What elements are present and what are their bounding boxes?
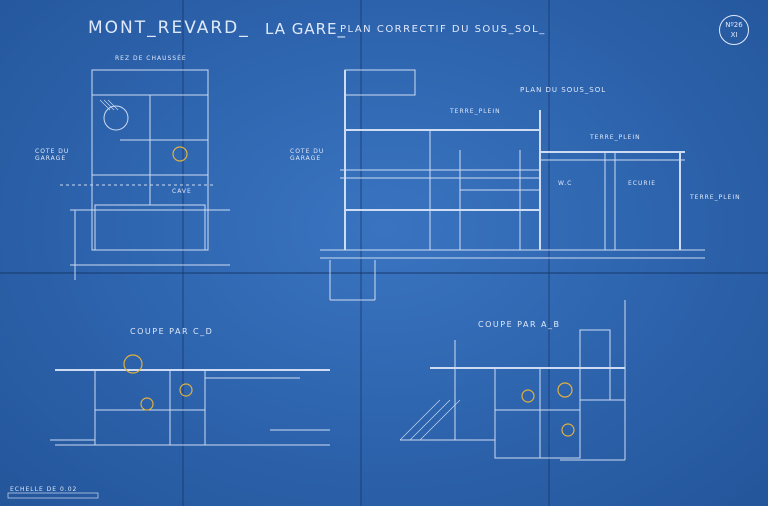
annotation-circle <box>123 354 143 374</box>
label-cote-garage: COTE DU GARAGE <box>35 148 70 162</box>
label-rez-chaussee: REZ DE CHAUSSÉE <box>115 55 187 62</box>
label-plan-sous-sol: PLAN DU SOUS_SOL <box>520 86 607 94</box>
fold-line-vertical <box>360 0 362 506</box>
sheet-subtitle: LA GARE_ <box>265 20 347 38</box>
annotation-circle <box>172 146 188 162</box>
annotation-circle <box>561 423 575 437</box>
stamp-sub: XI <box>730 31 738 39</box>
annotation-circle <box>521 389 535 403</box>
label-ecurie: ECURIE <box>628 180 657 187</box>
label-terre-plein: TERRE_PLEIN <box>690 194 741 201</box>
label-echelle: ECHELLE DE 0.02 <box>10 486 78 493</box>
label-coupe-ab: COUPE PAR A_B <box>478 320 561 329</box>
fold-line-vertical <box>182 0 184 506</box>
sheet-number-stamp: Nº26 XI <box>719 15 749 45</box>
stamp-number: Nº26 <box>725 21 743 29</box>
label-terre-plein: TERRE_PLEIN <box>590 134 641 141</box>
annotation-circle <box>140 397 154 411</box>
label-coupe-cd: COUPE PAR C_D <box>130 327 214 336</box>
annotation-circle <box>557 382 573 398</box>
label-cave: CAVE <box>172 188 192 195</box>
fold-line-vertical <box>548 0 550 506</box>
annotation-circle <box>179 383 193 397</box>
label-cote-garage: COTE DU GARAGE <box>290 148 325 162</box>
sheet-description: PLAN CORRECTIF DU SOUS_SOL_ <box>340 24 546 35</box>
label-terre-plein: TERRE_PLEIN <box>450 108 501 115</box>
sheet-title: MONT_REVARD_ <box>88 18 250 38</box>
label-wc: W.C <box>558 180 573 187</box>
fold-line-horizontal <box>0 272 768 274</box>
